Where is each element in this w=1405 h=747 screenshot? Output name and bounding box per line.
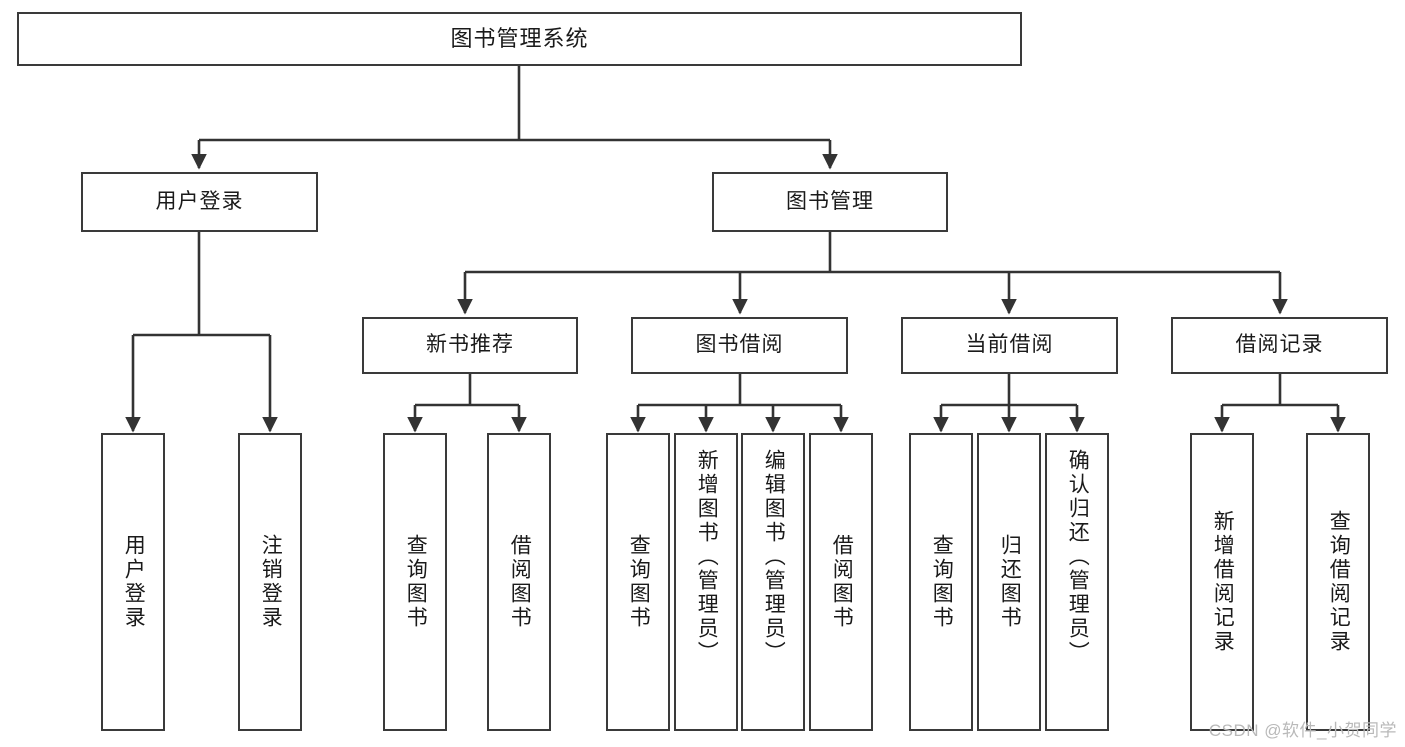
leaf-new-book-borrow[interactable]: 借阅图书 [487,433,551,731]
leaf-current-confirm-return[interactable]: 确认归还（管理员） [1045,433,1109,731]
node-label: 查询借阅记录 [1327,510,1351,654]
leaf-record-add[interactable]: 新增借阅记录 [1190,433,1254,731]
leaf-borrow-query-book[interactable]: 查询图书 [606,433,670,731]
node-label: 当前借阅 [965,333,1054,357]
node-label: 注销登录 [259,534,283,630]
leaf-user-login[interactable]: 用户登录 [101,433,165,731]
leaf-borrow-add-book[interactable]: 新增图书（管理员） [674,433,738,731]
node-current-borrow[interactable]: 当前借阅 [901,317,1118,374]
node-borrow-record[interactable]: 借阅记录 [1171,317,1388,374]
node-root-system[interactable]: 图书管理系统 [17,12,1022,66]
leaf-current-query-book[interactable]: 查询图书 [909,433,973,731]
node-book-management[interactable]: 图书管理 [712,172,948,232]
csdn-watermark: CSDN @软件_小贺同学 [1208,721,1397,740]
leaf-borrow-lend-book[interactable]: 借阅图书 [809,433,873,731]
node-new-book-recommend[interactable]: 新书推荐 [362,317,578,374]
node-label: 查询图书 [627,534,651,630]
node-label: 图书借阅 [695,333,784,357]
node-label: 新增图书（管理员） [695,449,719,665]
leaf-current-return-book[interactable]: 归还图书 [977,433,1041,731]
node-label: 图书管理系统 [450,26,589,52]
node-label: 借阅图书 [830,534,854,630]
leaf-borrow-edit-book[interactable]: 编辑图书（管理员） [741,433,805,731]
node-label: 新增借阅记录 [1211,510,1235,654]
node-user-login[interactable]: 用户登录 [81,172,318,232]
node-label: 用户登录 [122,534,146,630]
leaf-record-query[interactable]: 查询借阅记录 [1306,433,1370,731]
node-label: 查询图书 [404,534,428,630]
leaf-new-book-query[interactable]: 查询图书 [383,433,447,731]
node-label: 新书推荐 [426,333,514,357]
node-label: 查询图书 [930,534,954,630]
node-label: 借阅记录 [1235,333,1324,357]
leaf-user-logout[interactable]: 注销登录 [238,433,302,731]
node-label: 借阅图书 [508,534,532,630]
node-label: 图书管理 [786,189,874,213]
node-label: 确认归还（管理员） [1066,449,1090,665]
node-label: 用户登录 [155,189,244,213]
node-label: 归还图书 [998,534,1022,630]
node-book-borrow[interactable]: 图书借阅 [631,317,848,374]
node-label: 编辑图书（管理员） [762,449,786,665]
